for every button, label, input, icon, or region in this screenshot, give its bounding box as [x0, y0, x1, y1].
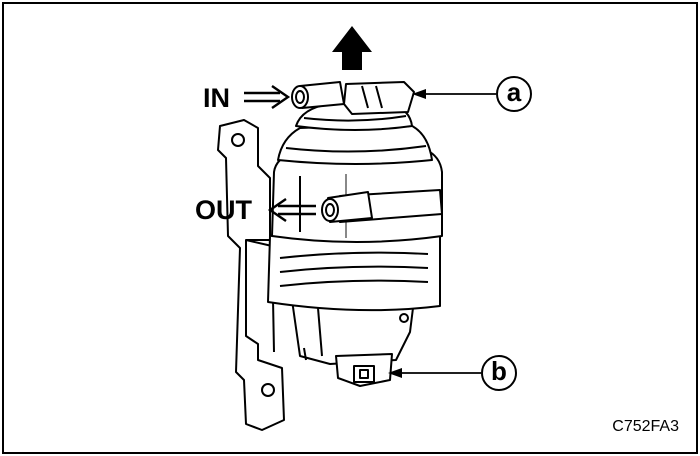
out-port-label: OUT	[195, 195, 252, 225]
leader-line-a	[412, 89, 496, 99]
callout-a: a	[496, 76, 532, 112]
in-port-label: IN	[203, 83, 230, 113]
mounting-bracket	[217, 119, 285, 431]
callout-b: b	[481, 355, 517, 391]
callout-a-label: a	[506, 77, 522, 107]
figure-code: C752FA3	[612, 418, 679, 435]
double-arrow-right-icon	[244, 85, 291, 109]
leader-line-b	[388, 368, 481, 378]
up-arrow-icon	[332, 26, 372, 70]
callout-b-label: b	[491, 356, 507, 386]
filter-housing	[267, 81, 443, 387]
double-arrow-left-icon	[267, 198, 316, 222]
